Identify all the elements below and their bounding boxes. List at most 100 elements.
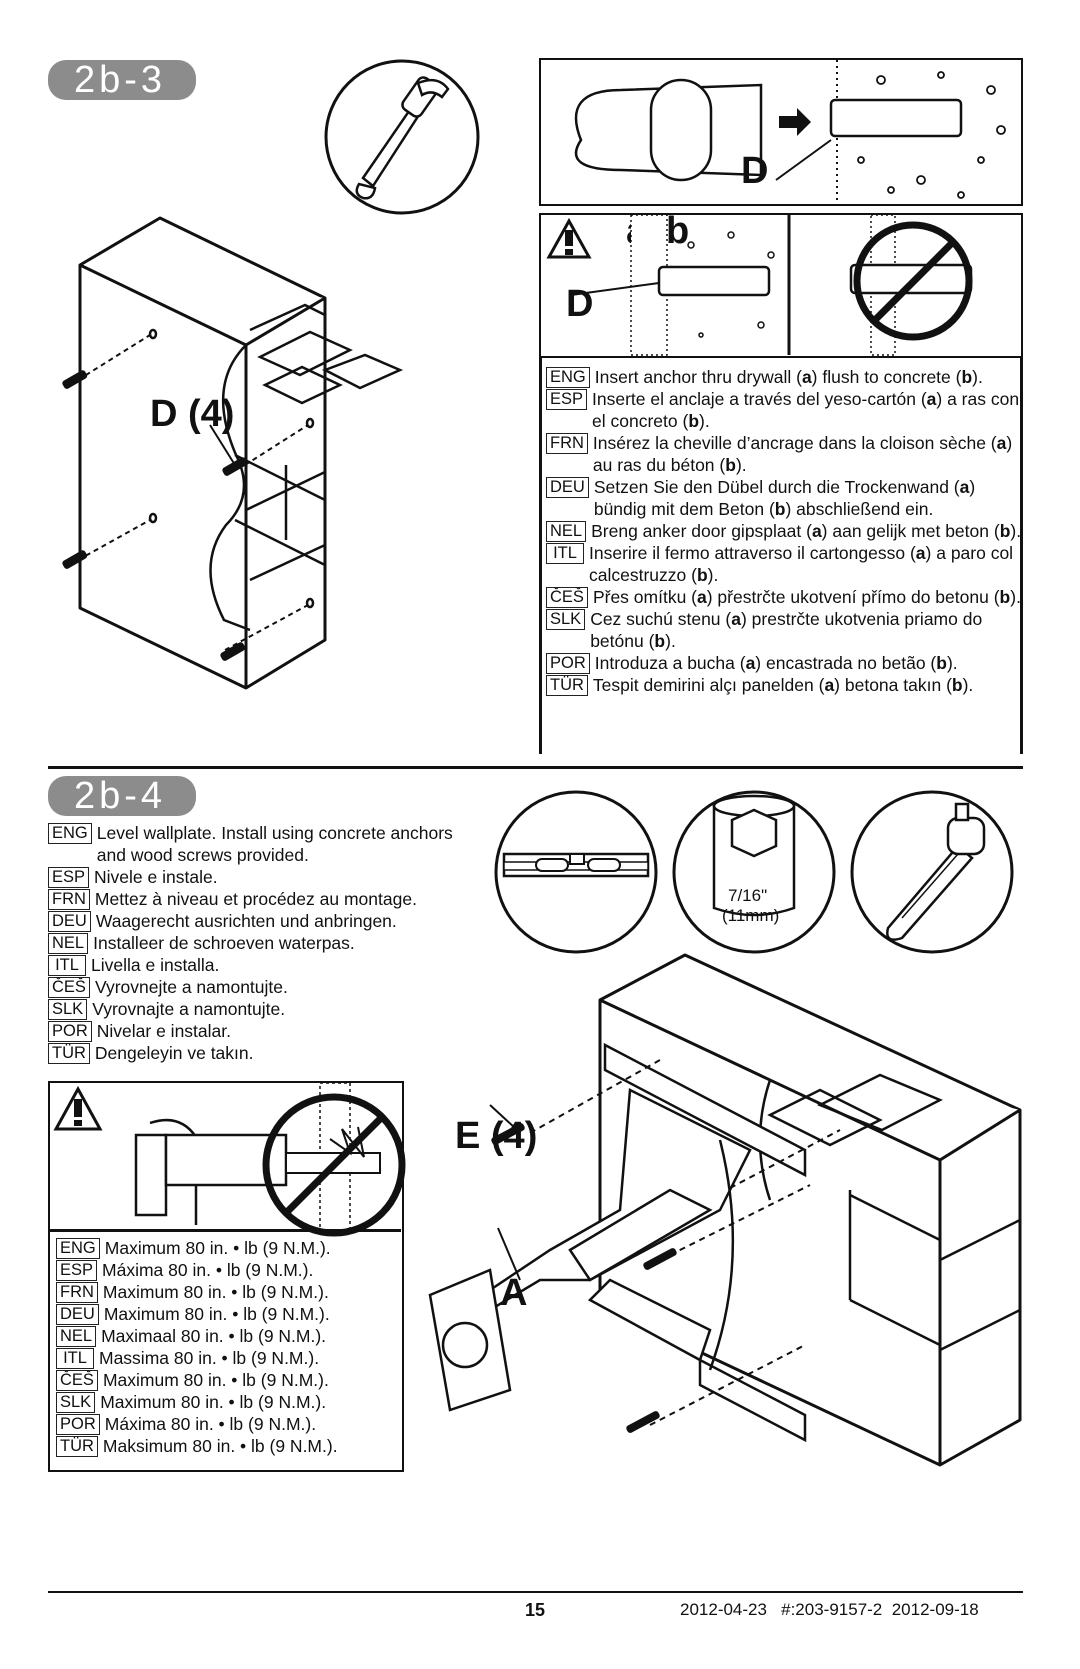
language-code: ESP (48, 867, 90, 888)
over-tightened-screw-illustration (134, 1082, 406, 1237)
instruction-text: Mettez à niveau et procédez au montage. (94, 889, 417, 909)
instruction-text: Insérez la cheville d’ancrage dans la cl… (592, 433, 1013, 475)
language-code: ENG (48, 823, 92, 844)
torque-text: Maksimum 80 in. • lb (9 N.M.). (102, 1436, 338, 1456)
concrete-wall-diagram (62, 216, 404, 690)
instruction-text: Tespit demirini alçı panelden (a) betona… (592, 675, 974, 695)
language-code: DEU (48, 911, 91, 932)
language-code: TÜR (546, 675, 588, 696)
language-code: ITL (546, 543, 584, 564)
instruction-text: Vyrovnejte a namontujte. (94, 977, 288, 997)
ratchet-wrench-icon (850, 790, 1014, 954)
torque-text: Maximum 80 in. • lb (9 N.M.). (104, 1238, 331, 1258)
language-code: ESP (56, 1260, 98, 1281)
warning-icon (53, 1085, 103, 1131)
instruction-text: Nivelar e instalar. (96, 1021, 231, 1041)
instructions-box-left-border (539, 358, 542, 754)
step-2b3-badge: 2b-3 (48, 58, 196, 101)
anchor-hammer-detail: D (539, 58, 1023, 206)
instruction-text: Installeer de schroeven waterpas. (93, 933, 355, 953)
step-2b4-badge: 2b-4 (48, 774, 196, 817)
language-code: FRN (56, 1282, 98, 1303)
step-2b3-title: 2b-3 (74, 58, 167, 101)
torque-text: Máxima 80 in. • lb (9 N.M.). (104, 1414, 317, 1434)
page-number: 15 (525, 1600, 546, 1620)
instruction-text: Inserte el anclaje a través del yeso-car… (592, 389, 1020, 431)
language-code: FRN (48, 889, 90, 910)
document-info: 2012-04-23 #:203-9157-2 2012-09-18 (680, 1600, 979, 1619)
socket-size-label: 7/16" (728, 886, 768, 905)
section-divider (48, 766, 1023, 769)
torque-text: Máxima 80 in. • lb (9 N.M.). (102, 1260, 314, 1280)
language-code: FRN (546, 433, 588, 454)
language-code: SLK (546, 609, 586, 630)
language-code: SLK (48, 999, 88, 1020)
warning-box-divider (50, 1229, 401, 1232)
level-tool-icon (494, 790, 658, 954)
step-2b4-title: 2b-4 (74, 774, 167, 817)
arm-callout-label: A (500, 1272, 528, 1314)
language-code: ENG (546, 367, 590, 388)
torque-text: Maximum 80 in. • lb (9 N.M.). (102, 1370, 329, 1390)
socket-metric-label: (11mm) (722, 906, 780, 925)
instruction-text: Vyrovnajte a namontujte. (92, 999, 286, 1019)
language-code: POR (48, 1021, 92, 1042)
socket-tool-icon (672, 790, 836, 954)
hammer-anchor-illustration (574, 60, 1019, 204)
language-code: ENG (56, 1238, 100, 1259)
anchor-flush-detail: a b D (539, 210, 1023, 358)
language-code: ČEŠ (48, 977, 90, 998)
instruction-text: Breng anker door gipsplaat (a) aan gelij… (591, 521, 1022, 541)
language-code: ČEŠ (546, 587, 588, 608)
language-code: ITL (48, 955, 86, 976)
instruction-text: Livella e installa. (91, 955, 220, 975)
language-code: NEL (546, 521, 587, 542)
language-code: DEU (546, 477, 589, 498)
language-code: POR (56, 1414, 100, 1435)
instruction-text: Waagerecht ausrichten und anbringen. (95, 911, 397, 931)
anchor-flush-illustration (570, 214, 973, 356)
language-code: NEL (48, 933, 89, 954)
screws-callout-label: E (4) (455, 1115, 538, 1157)
instruction-text: Setzen Sie den Dübel durch die Trockenwa… (593, 477, 976, 519)
instruction-text: Insert anchor thru drywall (a) flush to … (594, 367, 983, 387)
warning-icon (546, 217, 592, 259)
instruction-text: Introduza a bucha (a) encastrada no betã… (594, 653, 958, 673)
footer-rule (48, 1591, 1023, 1593)
language-code: TÜR (56, 1436, 98, 1457)
detail-label-D: D (741, 150, 769, 192)
instruction-text: Nivele e instale. (94, 867, 218, 887)
language-code: ČEŠ (56, 1370, 98, 1391)
instruction-text: Inserire il fermo attraverso il cartonge… (589, 543, 1014, 585)
wall-mount-installation-diagram (428, 953, 1022, 1467)
instructions-box-right-border (1020, 358, 1023, 754)
language-code: TÜR (48, 1043, 90, 1064)
